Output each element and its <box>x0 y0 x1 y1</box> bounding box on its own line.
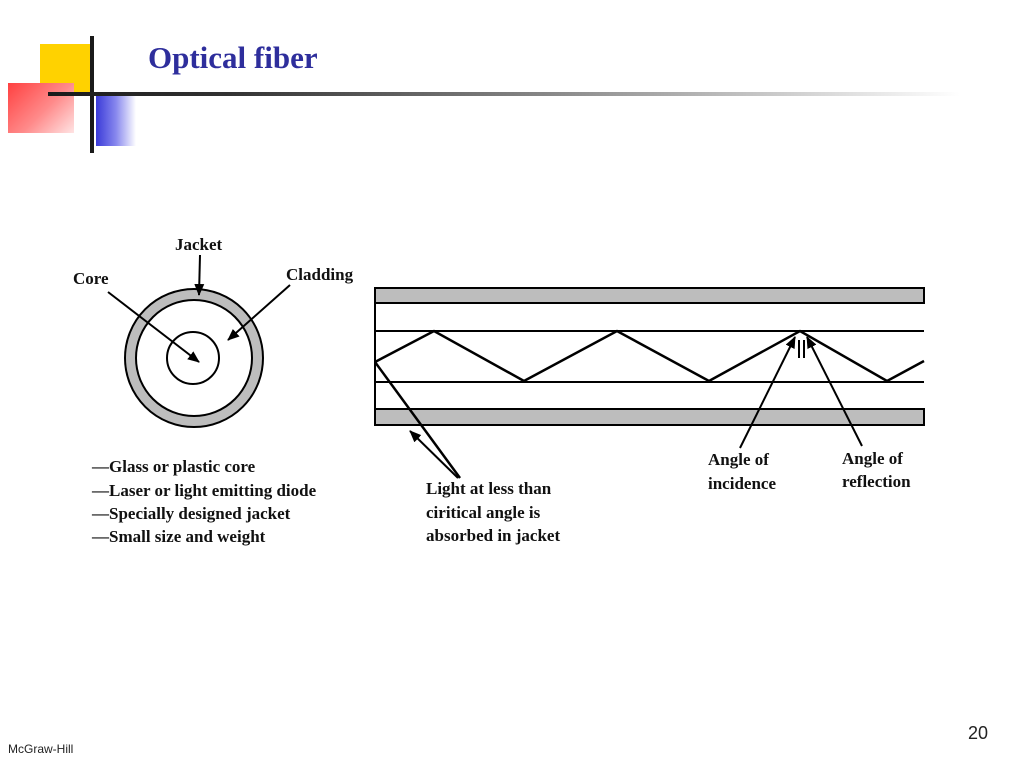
reflection-label-line: Angle of <box>842 449 903 468</box>
footer-publisher: McGraw-Hill <box>8 742 74 756</box>
fiber-side-view: Light at less than ciritical angle is ab… <box>373 287 925 545</box>
bottom-jacket-band <box>374 408 925 426</box>
title-underline <box>48 92 960 96</box>
absorbed-label-line: ciritical angle is <box>426 503 541 522</box>
absorbed-label-line: Light at less than <box>426 479 552 498</box>
jacket-arrow <box>194 254 205 296</box>
logo-red-square <box>8 83 74 133</box>
absorbed-light-ray <box>373 361 462 479</box>
feature-list: —Glass or plastic core —Laser or light e… <box>91 457 317 546</box>
cladding-arrow <box>227 284 291 341</box>
feature-item: —Glass or plastic core <box>91 457 256 476</box>
top-jacket-band <box>374 287 925 304</box>
fiber-cross-section: Jacket Core Cladding <box>73 235 354 428</box>
core-label: Core <box>73 269 109 288</box>
absorbed-label-line: absorbed in jacket <box>426 526 560 545</box>
slide-title: Optical fiber <box>148 40 318 75</box>
incidence-arrow <box>739 336 796 449</box>
absorbed-label-arrow <box>409 430 459 479</box>
cladding-label: Cladding <box>286 265 354 284</box>
feature-item: —Small size and weight <box>91 527 266 546</box>
page-number: 20 <box>968 723 989 743</box>
reflection-label-line: reflection <box>842 472 911 491</box>
core-arrow <box>107 291 200 363</box>
jacket-label: Jacket <box>175 235 223 254</box>
logo-blue-square <box>96 96 136 146</box>
reflection-arrow <box>806 336 863 447</box>
feature-item: —Specially designed jacket <box>91 504 291 523</box>
incidence-label-line: Angle of <box>708 450 769 469</box>
light-ray-path <box>374 329 925 383</box>
feature-item: —Laser or light emitting diode <box>91 481 317 500</box>
incidence-label-line: incidence <box>708 474 776 493</box>
